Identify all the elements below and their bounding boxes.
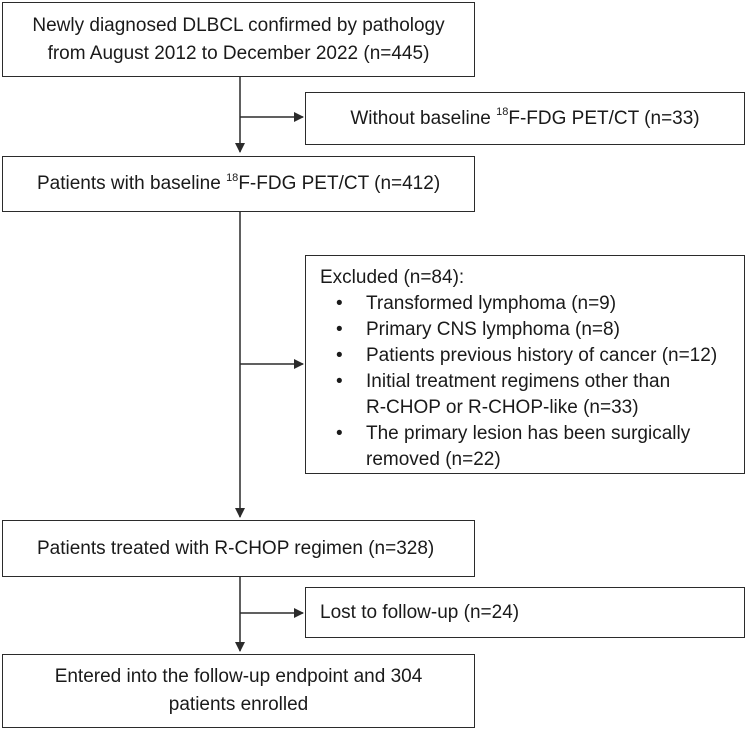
excluded-item: •Patients previous history of cancer (n=…: [320, 343, 734, 369]
excluded-item: •The primary lesion has been surgically …: [336, 423, 691, 470]
diagnosed-line1: Newly diagnosed DLBCL confirmed by patho…: [32, 14, 445, 36]
excluded-item: •Transformed lymphoma (n=9): [320, 291, 734, 317]
box-diagnosed: Newly diagnosed DLBCL confirmed by patho…: [2, 2, 475, 77]
box-treated: Patients treated with R-CHOP regimen (n=…: [2, 520, 475, 577]
diagnosed-line2: from August 2012 to December 2022 (n=445…: [47, 42, 430, 64]
enrolled-line2: patients enrolled: [168, 694, 309, 715]
box-lost: Lost to follow-up (n=24): [305, 587, 745, 638]
bullet-icon: •: [336, 423, 343, 444]
box-without-baseline: Without baseline 18F-FDG PET/CT (n=33): [305, 92, 745, 145]
box-enrolled: Entered into the follow-up endpoint and …: [2, 654, 475, 728]
without-baseline-post: F-FDG PET/CT (n=33): [508, 107, 700, 129]
excluded-item: •Primary CNS lymphoma (n=8): [320, 317, 734, 343]
without-baseline-sup: 18: [496, 106, 509, 119]
excluded-item: •Initial treatment regimens other than R…: [336, 371, 671, 418]
with-baseline-post: F-FDG PET/CT (n=412): [238, 173, 441, 194]
with-baseline-sup: 18: [226, 171, 239, 184]
excluded-title: Excluded (n=84):: [320, 267, 465, 288]
box-excluded: Excluded (n=84): •Transformed lymphoma (…: [305, 255, 745, 474]
with-baseline-text: Patients with baseline 18F-FDG PET/CT (n…: [37, 170, 440, 198]
bullet-icon: •: [336, 293, 343, 314]
bullet-icon: •: [336, 319, 343, 340]
bullet-icon: •: [336, 371, 343, 392]
lost-text: Lost to follow-up (n=24): [320, 601, 520, 623]
without-baseline-pre: Without baseline: [350, 107, 497, 129]
excluded-list: •Transformed lymphoma (n=9) •Primary CNS…: [320, 291, 734, 473]
treated-text: Patients treated with R-CHOP regimen (n=…: [37, 537, 435, 559]
without-baseline-text: Without baseline 18F-FDG PET/CT (n=33): [350, 105, 699, 133]
enrolled-line1: Entered into the follow-up endpoint and …: [54, 666, 423, 687]
bullet-icon: •: [336, 345, 343, 366]
box-with-baseline: Patients with baseline 18F-FDG PET/CT (n…: [2, 156, 475, 212]
with-baseline-pre: Patients with baseline: [37, 173, 227, 194]
